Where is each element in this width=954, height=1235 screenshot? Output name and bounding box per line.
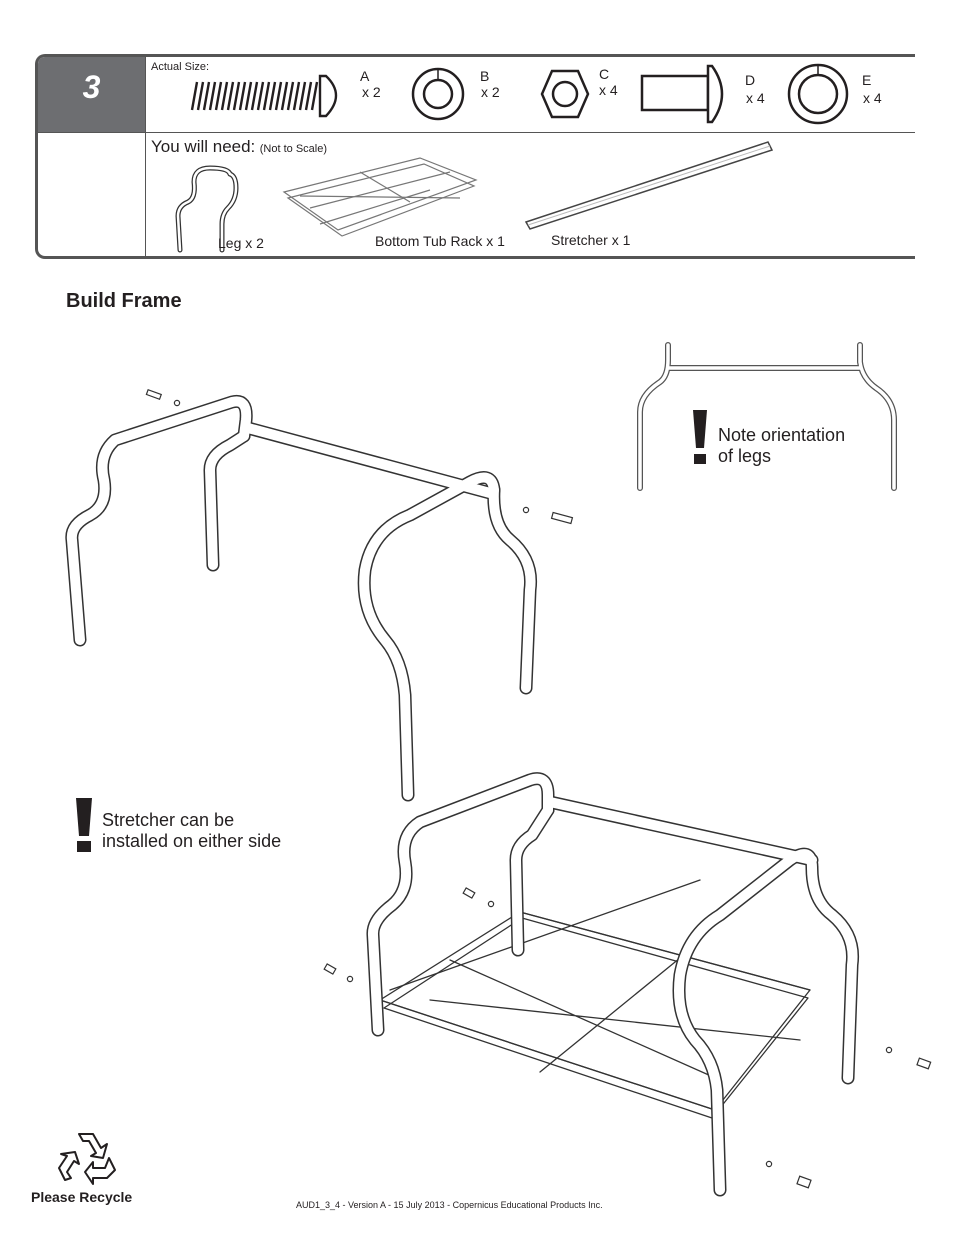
hardware-c-letter: C <box>599 66 610 82</box>
hardware-b-qty: x 2 <box>481 84 500 100</box>
note-stretcher: Stretcher can be installed on either sid… <box>102 810 281 852</box>
note-stretcher-line2: installed on either side <box>102 831 282 851</box>
part-rack-label: Bottom Tub Rack x 1 <box>375 233 505 249</box>
leg-part-icon <box>175 165 239 253</box>
doc-info: AUD1_3_4 - Version A - 15 July 2013 - Co… <box>296 1200 603 1210</box>
hardware-d-qty: x 4 <box>746 90 765 106</box>
warning-exclamation-icon <box>76 410 707 852</box>
part-leg-qty: x 2 <box>245 235 264 251</box>
part-stretcher-qty: x 1 <box>611 232 631 248</box>
you-will-need-label: You will need: <box>151 137 256 156</box>
part-leg-name: Leg <box>218 235 242 251</box>
hardware-e-letter: E <box>862 72 872 88</box>
part-rack-qty: x 1 <box>486 233 505 249</box>
header-divider-horizontal <box>38 132 915 133</box>
bolt-a-icon <box>190 74 338 118</box>
step-number: 3 <box>82 69 101 105</box>
stretcher-part-icon <box>524 141 774 230</box>
part-leg-label: Leg x 2 <box>218 235 264 251</box>
washer-e-icon <box>787 63 849 125</box>
cap-nut-d-icon <box>640 64 724 124</box>
note-orientation-line1: Note orientation <box>718 425 846 445</box>
you-will-need-row: You will need: (Not to Scale) <box>151 137 327 157</box>
step-header: 3 <box>35 54 915 259</box>
bottom-tub-rack-icon <box>282 157 478 237</box>
actual-size-label: Actual Size: <box>151 61 210 73</box>
note-stretcher-line1: Stretcher can be <box>102 810 235 830</box>
hardware-b-letter: B <box>480 68 490 84</box>
hardware-a-qty: x 2 <box>362 84 381 100</box>
hardware-d-letter: D <box>745 72 756 88</box>
hardware-e-qty: x 4 <box>863 90 882 106</box>
hardware-a-letter: A <box>360 68 370 84</box>
part-stretcher-label: Stretcher x 1 <box>551 232 630 248</box>
not-to-scale-label: (Not to Scale) <box>259 143 327 155</box>
recycle-icon <box>58 1133 116 1185</box>
recycle-label: Please Recycle <box>31 1189 133 1205</box>
header-divider-vertical <box>145 57 146 256</box>
part-rack-name: Bottom Tub Rack <box>375 233 483 249</box>
hardware-c-qty: x 4 <box>599 82 618 98</box>
washer-b-icon <box>411 67 465 121</box>
step-number-box: 3 <box>38 57 145 133</box>
note-orientation-line2: of legs <box>718 446 772 466</box>
note-orientation: Note orientation of legs <box>718 425 845 467</box>
section-title: Build Frame <box>66 290 182 312</box>
part-stretcher-name: Stretcher <box>551 232 608 248</box>
nut-c-icon <box>540 69 590 119</box>
